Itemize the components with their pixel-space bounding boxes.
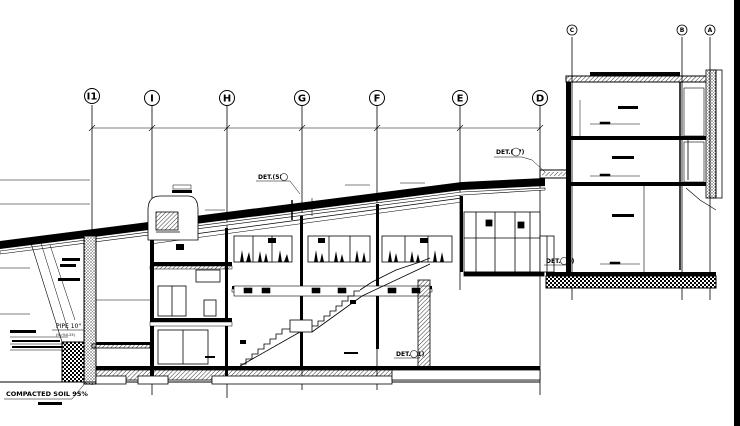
grid-bubble-c: C [566, 24, 578, 36]
screen-edge-band [734, 0, 740, 426]
grid-label-i: I [150, 94, 154, 105]
grid-label-b: B [680, 27, 685, 34]
detail-tag-58: DET.(58) [256, 173, 301, 195]
interior-walls [91, 269, 221, 365]
level-markers-right [590, 121, 640, 265]
level-lines-left [0, 179, 90, 315]
right-building-structure [545, 69, 723, 289]
grid-bubble-d: D [532, 90, 548, 106]
grid-bubbles-main: I1 I H G F E D [84, 88, 548, 106]
grid-label-f: F [374, 94, 381, 105]
grid-bubble-a: A [704, 24, 716, 36]
grid-bubble-b: B [676, 24, 688, 36]
foundation [95, 366, 541, 385]
left-notes: PIPE 10" (S=%0.25) COMPACTED SOIL 95% [4, 258, 88, 405]
grid-bubble-e: E [452, 90, 468, 106]
dimension-line [88, 124, 544, 132]
roof-annotations [120, 182, 425, 227]
grid-label-g: G [298, 94, 306, 105]
detail-tag-57: DET.(57) [494, 147, 546, 173]
grid-bubble-h: H [219, 90, 235, 106]
grid-label-d: D [536, 94, 544, 105]
detail-tag-61: DET.(61) [394, 350, 425, 359]
grid-bubbles-right: C B A [566, 24, 716, 36]
pipe-note: PIPE 10" [56, 323, 81, 330]
detail-tag-57-label: DET.(57) [496, 149, 525, 156]
grid-label-h: H [223, 94, 231, 105]
glass-facade [463, 211, 555, 277]
plant-decorations [240, 250, 444, 262]
detail-tag-58-label: DET.(58) [258, 174, 287, 181]
grid-bubble-i: I [144, 90, 160, 106]
sloped-roof [0, 169, 569, 255]
gallery-rail [233, 285, 431, 297]
compacted-soil-note: COMPACTED SOIL 95% [6, 390, 88, 398]
pipe-slope-note: (S=%0.25) [56, 333, 76, 337]
interior-pictograms [176, 238, 428, 358]
grid-label-c: C [570, 27, 575, 34]
grid-bubble-g: G [294, 90, 310, 106]
interior-wall-right [417, 279, 431, 369]
grid-bubble-f: F [369, 90, 385, 106]
grid-label-i1: I1 [87, 92, 98, 103]
staircase [239, 257, 431, 367]
ground-floor-slab [96, 318, 233, 345]
grid-label-e: E [457, 94, 464, 105]
grid-label-a: A [708, 27, 713, 34]
upper-gallery-windows [233, 235, 453, 263]
roof-skylight [147, 195, 199, 241]
grid-bubble-i1: I1 [84, 88, 100, 104]
